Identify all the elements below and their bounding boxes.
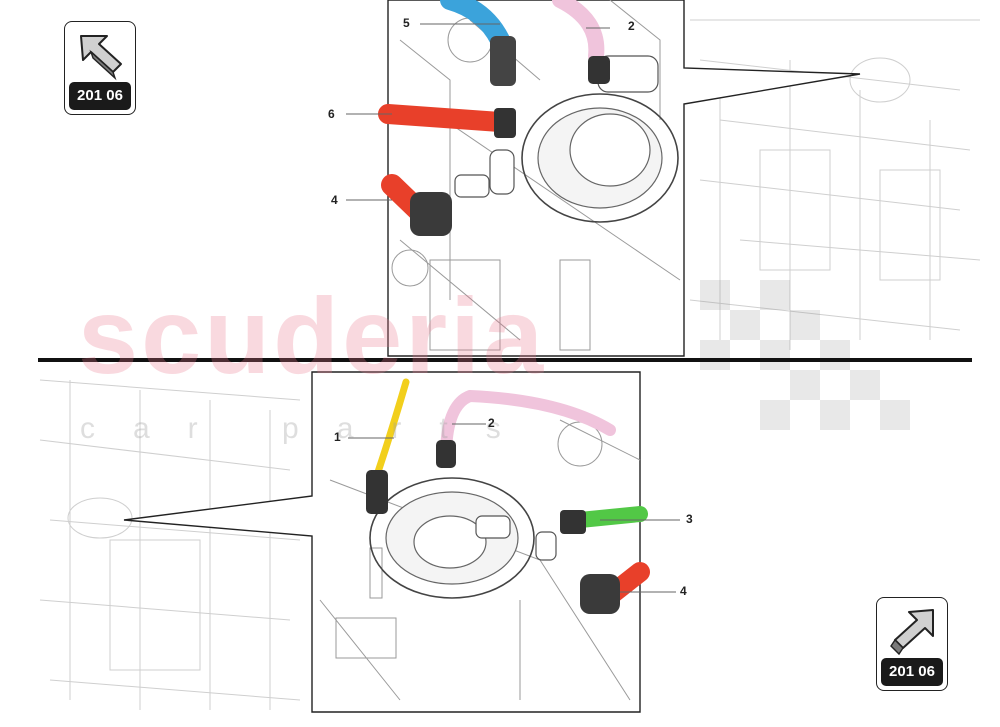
callout-6: 6 bbox=[328, 107, 335, 121]
page-ref-label: 201 06 bbox=[881, 658, 943, 686]
watermark-subtext: car parts bbox=[80, 412, 539, 445]
connector-1 bbox=[366, 470, 388, 514]
background-sketch-bottom bbox=[39, 379, 301, 710]
arrow-up-left-icon bbox=[65, 22, 135, 82]
connector-4 bbox=[410, 192, 452, 236]
watermark-text: scuderia bbox=[78, 275, 547, 396]
callout-2: 2 bbox=[628, 19, 635, 33]
connector-6 bbox=[494, 108, 516, 138]
blue-hose bbox=[440, 0, 510, 50]
detail-panel-top bbox=[346, 0, 861, 357]
callout-4-bottom: 4 bbox=[680, 584, 687, 598]
previous-page-button[interactable]: 201 06 bbox=[64, 21, 136, 115]
connector-2 bbox=[588, 56, 610, 84]
green-hose bbox=[572, 506, 648, 528]
callout-1: 1 bbox=[334, 430, 341, 444]
pink-hose-bottom bbox=[440, 389, 616, 456]
pink-hose bbox=[552, 0, 605, 64]
callout-3: 3 bbox=[686, 512, 693, 526]
watermark-checker-flag bbox=[700, 280, 910, 430]
detail-panel-bottom bbox=[123, 371, 680, 713]
page-ref-label: 201 06 bbox=[69, 82, 131, 110]
callout-5: 5 bbox=[403, 16, 410, 30]
connector-5 bbox=[490, 36, 516, 86]
next-page-button[interactable]: 201 06 bbox=[876, 597, 948, 691]
connector-4-bottom bbox=[580, 574, 620, 614]
connector-2-bottom bbox=[436, 440, 456, 468]
red-hose bbox=[378, 104, 510, 132]
callout-4: 4 bbox=[331, 193, 338, 207]
connector-3 bbox=[560, 510, 586, 534]
yellow-hose bbox=[374, 378, 410, 476]
arrow-up-right-icon bbox=[877, 598, 947, 658]
callout-2-bottom: 2 bbox=[488, 416, 495, 430]
